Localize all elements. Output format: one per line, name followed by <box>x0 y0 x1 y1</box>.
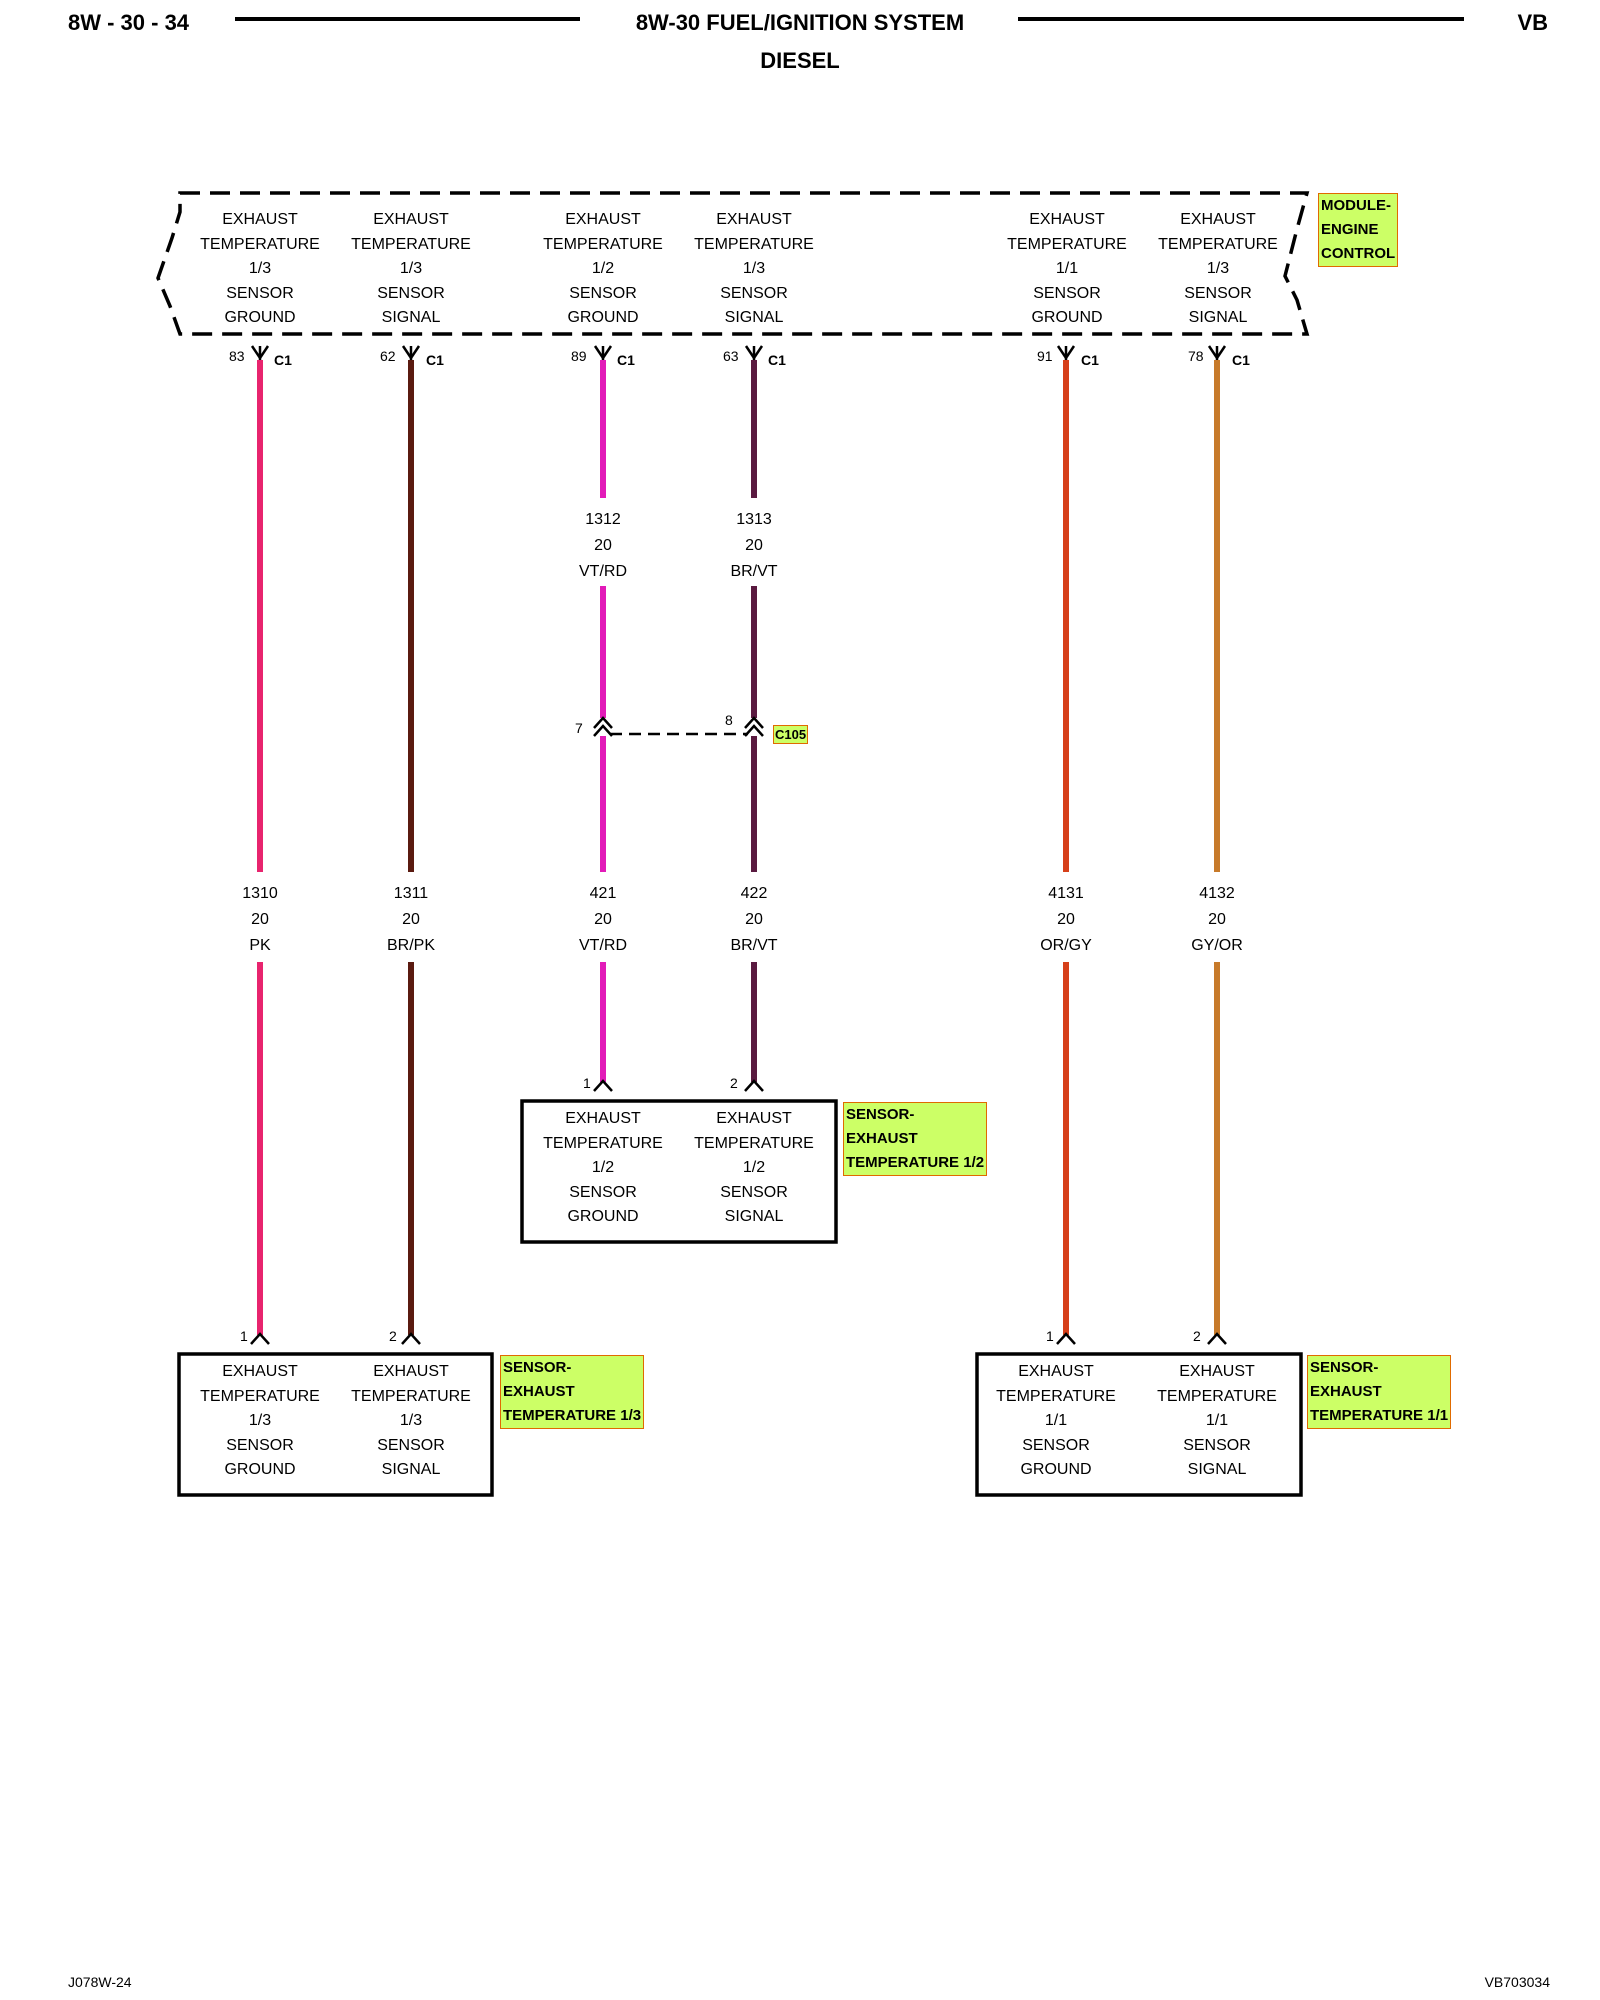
sensor-pin-number: 2 <box>1193 1328 1201 1344</box>
module-connector-id: C1 <box>1081 352 1099 368</box>
sensor-pin-terminal <box>401 1332 421 1345</box>
sensor-pin-terminal <box>1056 1332 1076 1345</box>
sensor-pin-terminal <box>593 1079 613 1092</box>
footer-left-code: J078W-24 <box>68 1974 132 1990</box>
module-connector-id: C1 <box>617 352 635 368</box>
sensor-pin-terminal <box>250 1332 270 1345</box>
sensor-box-1-2 <box>520 1099 838 1244</box>
sensor-box-1-1 <box>975 1352 1303 1497</box>
sensor-pin-number: 1 <box>583 1075 591 1091</box>
module-pin-number: 62 <box>380 348 396 364</box>
footer-right-code: VB703034 <box>1484 1974 1550 1990</box>
module-outline <box>156 191 1310 336</box>
c105-pin-number: 8 <box>725 712 733 728</box>
sensor-pin-number: 2 <box>730 1075 738 1091</box>
module-connector-id: C1 <box>1232 352 1250 368</box>
page-code: 8W - 30 - 34 <box>68 10 190 35</box>
module-pin-number: 83 <box>229 348 245 364</box>
page-title: 8W-30 FUEL/IGNITION SYSTEM <box>635 10 965 35</box>
module-connector-id: C1 <box>426 352 444 368</box>
page-subtitle: DIESEL <box>760 48 840 73</box>
module-pin-number: 91 <box>1037 348 1053 364</box>
c105-terminal <box>744 724 764 737</box>
c105-connector-label: C105 <box>773 725 809 744</box>
sensor-pin-number: 1 <box>240 1328 248 1344</box>
c105-terminal <box>744 716 764 729</box>
header-rule-right <box>1018 17 1464 21</box>
sensor-pin-number: 2 <box>389 1328 397 1344</box>
sensor-box-1-3 <box>177 1352 494 1497</box>
sensor-pin-terminal <box>1207 1332 1227 1345</box>
c105-terminal <box>593 724 613 737</box>
module-pin-number: 63 <box>723 348 739 364</box>
c105-pin-number: 7 <box>575 720 583 736</box>
header-rule-left <box>235 17 580 21</box>
module-pin-number: 78 <box>1188 348 1204 364</box>
sensor-pin-number: 1 <box>1046 1328 1054 1344</box>
model-code: VB <box>1517 10 1548 35</box>
sensor-pin-terminal <box>744 1079 764 1092</box>
module-pin-number: 89 <box>571 348 587 364</box>
module-connector-id: C1 <box>768 352 786 368</box>
c105-terminal <box>593 716 613 729</box>
module-connector-id: C1 <box>274 352 292 368</box>
